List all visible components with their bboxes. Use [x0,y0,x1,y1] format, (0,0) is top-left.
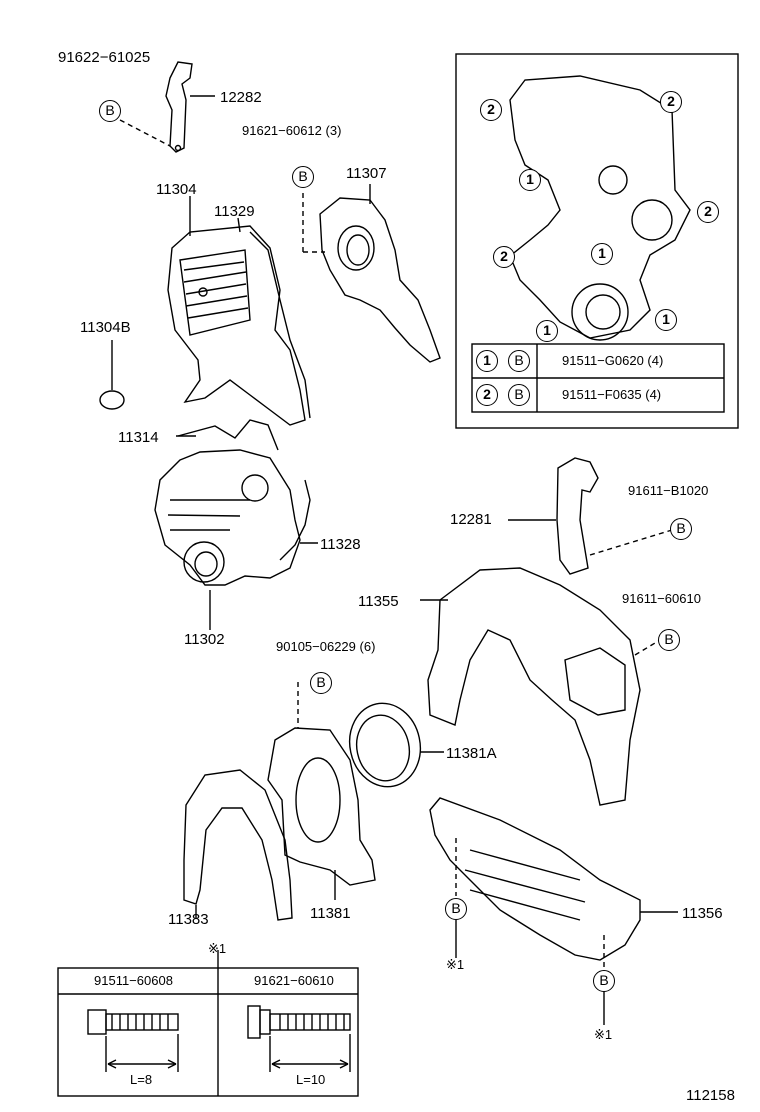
heat-shield-11356 [429,797,641,961]
note-mark-left: ※1 [446,957,465,972]
bolt-91621-60610 [247,1005,351,1072]
inset-engine-outline [509,75,691,339]
callout-b-12282: B [99,100,121,122]
timing-cover-lower-11302 [154,449,301,586]
bracket-12282 [165,61,193,153]
bolt1-length: L=8 [130,1072,153,1087]
inset-callout-2: 2 [697,201,719,223]
label-11307: 11307 [346,165,387,182]
label-11356: 11356 [682,905,723,922]
label-91611-60610: 91611−60610 [622,591,701,606]
label-11355: 11355 [358,593,399,610]
label-11329: 11329 [214,203,255,220]
label-11314: 11314 [118,429,159,446]
timing-cover-11307 [319,197,441,363]
seal-retainer-11381 [267,727,376,886]
inset-row1-num: 1 [476,350,498,372]
label-11304: 11304 [156,181,197,198]
bolt-table-frame [57,967,359,1097]
bracket-12281 [556,457,599,575]
bolt1-part: 91511−60608 [94,973,173,988]
inset-callout-1: 1 [655,309,677,331]
label-11304b: 11304B [80,319,131,336]
note-mark-right: ※1 [594,1027,613,1042]
inset-frame [455,53,739,429]
gasket-11314 [177,419,279,451]
figure-id: 112158 [686,1087,735,1104]
callout-b-11381: B [310,672,332,694]
inset-row2-num: 2 [476,384,498,406]
label-91611-b1020: 91611−B1020 [628,483,709,498]
gasket-11383 [183,769,293,921]
note-mark-top: ※1 [208,941,227,956]
label-12282: 12282 [220,89,262,106]
inset-callout-1: 1 [519,169,541,191]
callout-b-11355: B [658,629,680,651]
callout-b-12281: B [670,518,692,540]
label-11381a: 11381A [446,745,497,762]
label-11328: 11328 [320,536,361,553]
inset-callout-2: 2 [493,246,515,268]
inset-callout-2: 2 [660,91,682,113]
inset-row2-letter: B [508,384,530,406]
label-90105-06229: 90105−06229 (6) [276,639,376,654]
inset-row1-part: 91511−G0620 (4) [562,353,664,368]
label-11302: 11302 [184,631,225,648]
engine-plate-11355 [427,567,641,806]
bolt-91511-60608 [87,1009,179,1072]
callout-b-11356-left: B [445,898,467,920]
label-91622-61025: 91622−61025 [58,49,151,66]
label-91621-60612: 91621−60612 (3) [242,123,342,138]
inset-callout-2: 2 [480,99,502,121]
label-11381: 11381 [310,905,351,922]
bolt2-length: L=10 [296,1072,326,1087]
label-11383: 11383 [168,911,209,928]
bolt2-part: 91621−60610 [254,973,334,988]
oil-seal-11381A [348,702,422,788]
callout-b-11356-right: B [593,970,615,992]
timing-cover-upper-11304 [167,225,306,426]
inset-callout-1: 1 [591,243,613,265]
inset-callout-1: 1 [536,320,558,342]
inset-row2-part: 91511−F0635 (4) [562,387,662,402]
callout-b-11307: B [292,166,314,188]
label-12281: 12281 [450,511,492,528]
inset-row1-letter: B [508,350,530,372]
